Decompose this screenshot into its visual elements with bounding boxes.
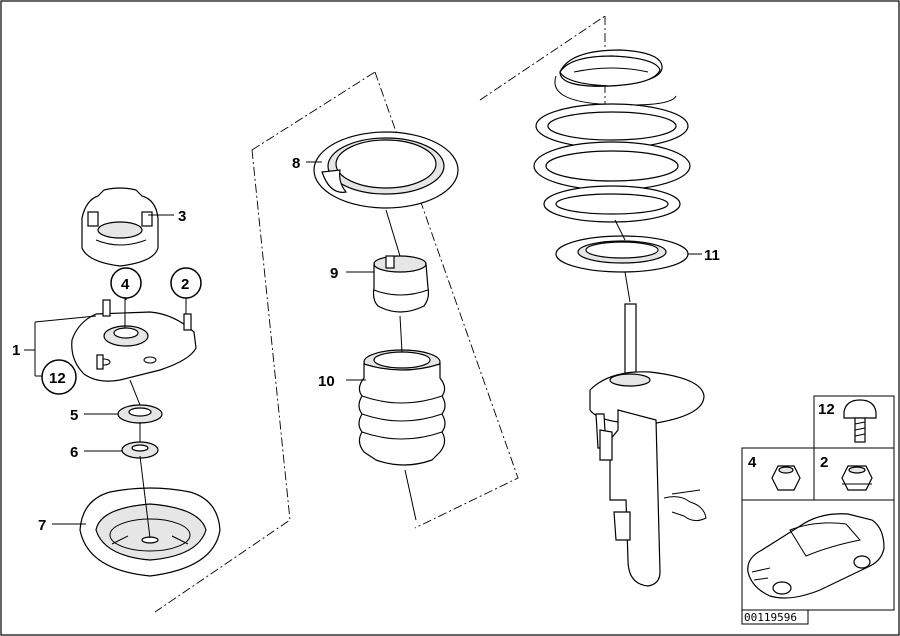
callout-label-2: 2 xyxy=(181,276,189,293)
callout-circle-12 xyxy=(41,359,77,395)
part-protection-tube xyxy=(358,349,446,466)
callout-label-3: 3 xyxy=(178,208,186,225)
legend-label-4: 4 xyxy=(748,454,757,471)
axis-line-right xyxy=(614,219,626,241)
callout-label-1: 1 xyxy=(12,342,20,359)
part-cap xyxy=(81,187,159,267)
reference-number: 00119596 xyxy=(744,611,797,624)
part-washer-small xyxy=(121,441,159,459)
part-spring-strut xyxy=(589,303,707,587)
part-bump-stop xyxy=(372,255,430,313)
callout-label-6: 6 xyxy=(70,444,78,461)
callout-label-7: 7 xyxy=(38,517,46,534)
part-support-bearing xyxy=(71,299,197,382)
part-washer-large xyxy=(117,404,163,424)
part-spring-pad-upper xyxy=(313,131,459,209)
callout-circle-4 xyxy=(110,267,142,299)
nut-icon-4 xyxy=(771,465,801,491)
callout-label-12: 12 xyxy=(49,370,66,387)
legend-label-12: 12 xyxy=(818,401,835,418)
callout-label-10: 10 xyxy=(318,373,335,390)
part-spring-pad-strut xyxy=(555,235,689,273)
axis-lines-left xyxy=(124,296,151,539)
axis-line-right-2 xyxy=(624,271,631,303)
bolt-icon xyxy=(843,399,877,443)
part-coil-spring xyxy=(533,49,691,223)
callout-label-4: 4 xyxy=(121,276,130,293)
callout-label-5: 5 xyxy=(70,407,78,424)
callout-circle-2 xyxy=(170,267,202,299)
callout-label-11: 11 xyxy=(704,247,720,264)
vehicle-silhouette-icon xyxy=(747,513,885,599)
part-spring-pad-lower xyxy=(79,487,221,577)
legend-label-2: 2 xyxy=(820,454,828,471)
callout-label-8: 8 xyxy=(292,155,300,172)
callout-label-9: 9 xyxy=(330,265,338,282)
axis-lines-middle xyxy=(385,209,417,521)
nut-icon-2 xyxy=(841,465,873,491)
reference-number-box xyxy=(741,609,809,625)
group-boundaries xyxy=(154,15,606,613)
